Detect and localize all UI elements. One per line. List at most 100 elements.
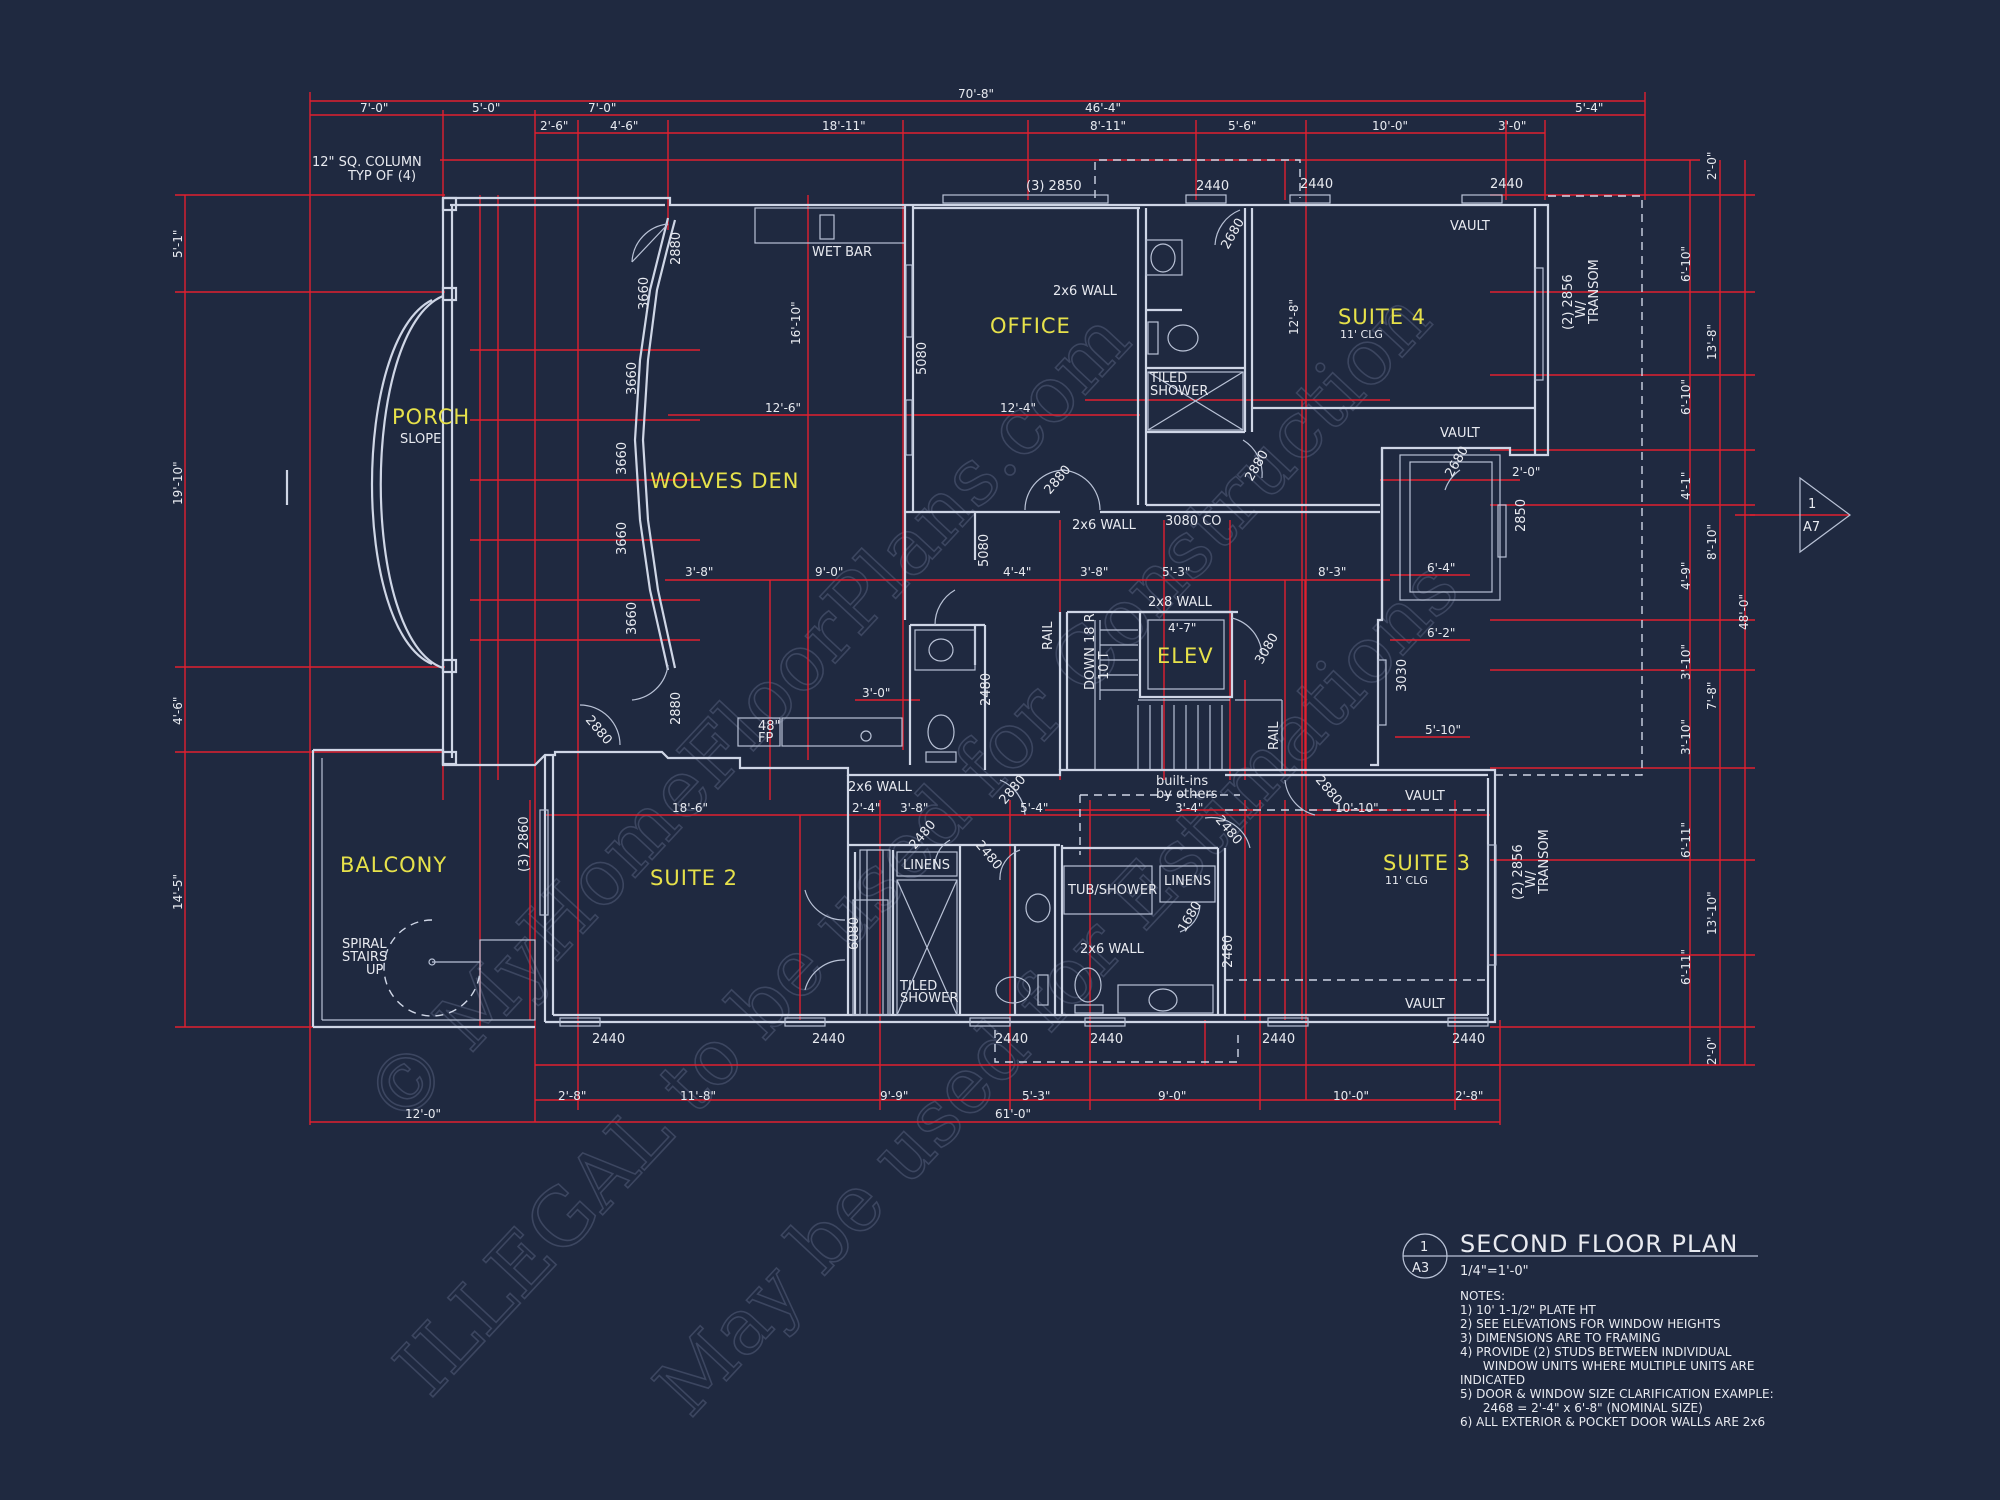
spiral-label-a: SPIRAL — [342, 937, 387, 952]
vault-suite4-top: VAULT — [1450, 219, 1490, 234]
transom-suite3-c: TRANSOM — [1537, 829, 1552, 895]
room-labels: PORCH SLOPE WOLVES DEN OFFICE SUITE 4 11… — [340, 305, 1471, 890]
dim-int-d: 12'-8" — [1287, 299, 1301, 335]
dim-int-g: 4'-4" — [1003, 565, 1031, 579]
window-3030: 3030 — [1395, 659, 1410, 692]
room-balcony: BALCONY — [340, 853, 447, 877]
door-swings — [579, 209, 1461, 991]
linens-suite2: LINENS — [903, 858, 950, 873]
tiled-shower-2-b: SHOWER — [900, 991, 958, 1006]
porch-slope: SLOPE — [400, 432, 441, 447]
dim-top-j: 5'-6" — [1228, 119, 1256, 133]
door-2880-d: 2880 — [1042, 463, 1075, 498]
dim-right-j: 7'-8" — [1705, 682, 1719, 710]
dim-int-l: 3'-0" — [862, 686, 890, 700]
dim-right-l: 6'-11" — [1679, 822, 1693, 858]
dim-bot-left: 12'-0" — [405, 1107, 441, 1121]
dim-top-g: 4'-6" — [610, 119, 638, 133]
note-line-0: NOTES: — [1460, 1289, 1505, 1303]
dim-right-o: 2'-0" — [1705, 1037, 1719, 1065]
door-2480-c: 2480 — [972, 838, 1005, 873]
dim-int-f: 9'-0" — [815, 565, 843, 579]
dim-right-e: 4'-1" — [1679, 472, 1693, 500]
window-2440-g: 2440 — [1090, 1032, 1123, 1047]
door-5080-b: 5080 — [977, 534, 992, 567]
tiled-shower-label-b: SHOWER — [1150, 384, 1208, 399]
room-suite-3: SUITE 3 — [1383, 851, 1471, 875]
spiral-label-b: STAIRS — [342, 950, 387, 965]
window-2440-d: 2440 — [592, 1032, 625, 1047]
fireplace-size: 48" — [758, 719, 781, 734]
door-5080-a: 5080 — [915, 342, 930, 375]
transom-suite4-c: TRANSOM — [1587, 259, 1602, 325]
window-2440-i: 2440 — [1452, 1032, 1485, 1047]
dim-right-d: 6'-10" — [1679, 379, 1693, 415]
note-line-3: 3) DIMENSIONS ARE TO FRAMING — [1460, 1331, 1661, 1345]
plan-title: SECOND FLOOR PLAN — [1460, 1230, 1738, 1258]
dim-right-m: 13'-10" — [1705, 891, 1719, 935]
window-2440-e: 2440 — [812, 1032, 845, 1047]
title-detail-num: 1 — [1420, 1240, 1428, 1255]
dim-bot-b: 11'-8" — [680, 1089, 716, 1103]
dim-int-u: 5'-10" — [1425, 723, 1461, 737]
dim-int-h: 3'-8" — [1080, 565, 1108, 579]
dim-int-s: 6'-4" — [1427, 561, 1455, 575]
dim-int-b: 12'-6" — [765, 401, 801, 415]
window-2440-a: 2440 — [1196, 179, 1229, 194]
door-2880-b: 2880 — [669, 692, 684, 725]
wall-note-suite2: 2x6 WALL — [848, 780, 913, 795]
dim-int-k: 4'-7" — [1168, 621, 1196, 635]
dim-int-c: 12'-4" — [1000, 401, 1036, 415]
dim-top-l: 3'-0" — [1498, 119, 1526, 133]
dim-overall-top: 70'-8" — [958, 87, 994, 101]
builtins-label-b: by others — [1156, 787, 1218, 802]
wall-note-bath3: 2x6 WALL — [1080, 942, 1145, 957]
window-3660-e: 3660 — [625, 602, 640, 635]
transom-suite3-a: (2) 2856 — [1511, 844, 1526, 900]
wall-note-office: 2x6 WALL — [1053, 284, 1118, 299]
section-marker-num: 1 — [1808, 497, 1816, 512]
window-2440-c: 2440 — [1490, 177, 1523, 192]
dim-top-h: 18'-11" — [822, 119, 866, 133]
tub-shower-label: TUB/SHOWER — [1067, 883, 1157, 898]
fixtures — [860, 239, 1199, 1014]
window-marks — [539, 194, 1544, 1027]
room-suite-2: SUITE 2 — [650, 866, 738, 890]
stair-down-label: DOWN 18 R — [1083, 613, 1098, 690]
dim-top-d: 46'-4" — [1085, 101, 1121, 115]
vault-suite4-bottom: VAULT — [1440, 426, 1480, 441]
vault-suite3-top: VAULT — [1405, 789, 1445, 804]
dimension-text: 70'-8" 7'-0" 5'-0" 7'-0" 46'-4" 5'-4" 2'… — [171, 87, 1751, 1121]
suite-4-ceiling: 11' CLG — [1340, 328, 1383, 341]
column-note-typ: TYP OF (4) — [347, 169, 416, 184]
dim-right-c: 13'-8" — [1705, 324, 1719, 360]
window-2440-b: 2440 — [1300, 177, 1333, 192]
dim-right-i: 3'-10" — [1679, 644, 1693, 680]
dim-top-e: 5'-4" — [1575, 101, 1603, 115]
builtins-label-a: built-ins — [1156, 774, 1208, 789]
note-line-9: 6) ALL EXTERIOR & POCKET DOOR WALLS ARE … — [1460, 1415, 1765, 1429]
wet-bar-label: WET BAR — [812, 245, 872, 260]
dim-top-i: 8'-11" — [1090, 119, 1126, 133]
dim-bot-overall: 61'-0" — [995, 1107, 1031, 1121]
notes: NOTES: 1) 10' 1-1/2" PLATE HT 2) SEE ELE… — [1460, 1289, 1774, 1429]
dim-bot-a: 2'-8" — [558, 1089, 586, 1103]
note-line-7: 5) DOOR & WINDOW SIZE CLARIFICATION EXAM… — [1460, 1387, 1774, 1401]
transom-suite4-b: W/ — [1574, 300, 1589, 318]
window-3-2860: (3) 2860 — [517, 816, 532, 872]
stair-treads-label: 10 T — [1097, 651, 1112, 680]
window-2440-f: 2440 — [995, 1032, 1028, 1047]
room-elevator: ELEV — [1157, 644, 1214, 668]
dim-int-t: 6'-2" — [1427, 626, 1455, 640]
transom-suite4-a: (2) 2856 — [1561, 274, 1576, 330]
dim-top-a: 7'-0" — [360, 101, 388, 115]
dim-int-m: 18'-6" — [672, 801, 708, 815]
room-suite-4: SUITE 4 — [1338, 305, 1426, 329]
dim-int-j: 8'-3" — [1318, 565, 1346, 579]
dim-top-f: 2'-6" — [540, 119, 568, 133]
room-office: OFFICE — [990, 314, 1071, 338]
room-wolves-den: WOLVES DEN — [650, 469, 799, 493]
dim-right-k: 3'-10" — [1679, 719, 1693, 755]
dim-bot-g: 2'-8" — [1455, 1089, 1483, 1103]
door-2680-a: 2680 — [1218, 216, 1248, 252]
